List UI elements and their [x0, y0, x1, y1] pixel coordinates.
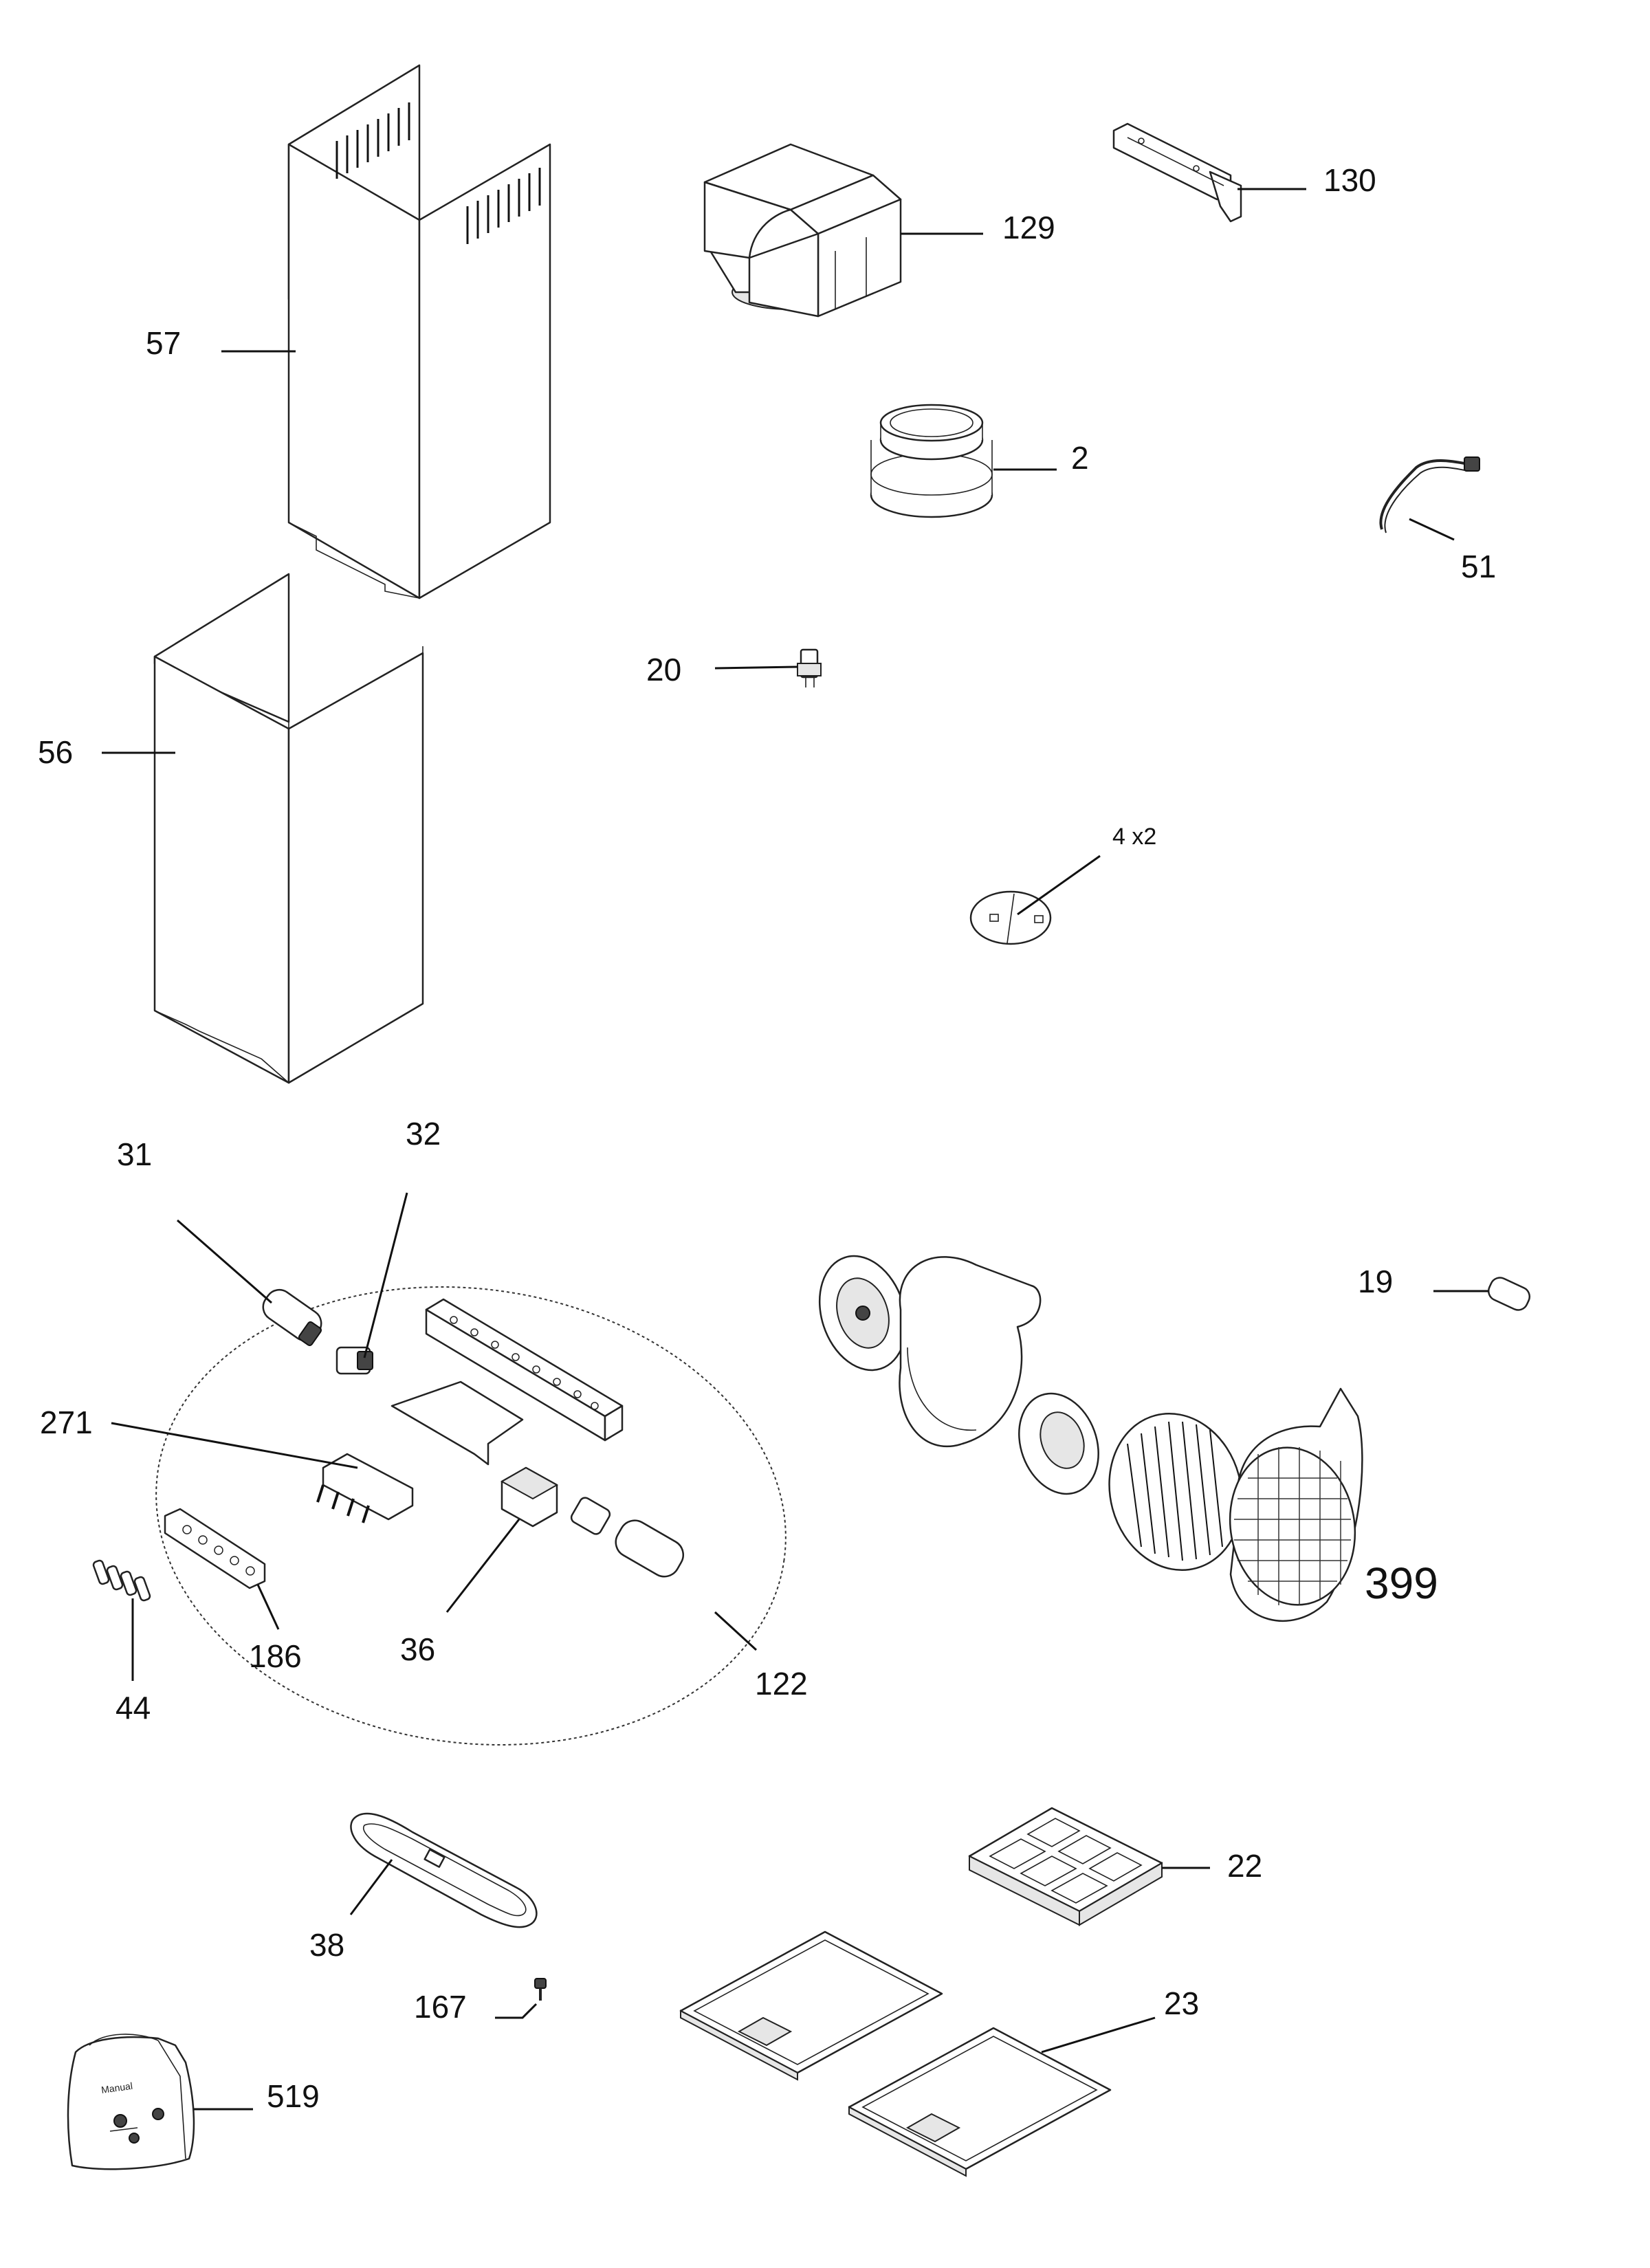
part-51-cable [1379, 456, 1480, 533]
part-electrical-bracket [390, 1298, 624, 1466]
svg-text:57: 57 [146, 325, 181, 361]
label-51: 51 [1409, 518, 1496, 584]
svg-text:44: 44 [116, 1690, 151, 1726]
part-19-bulb [1487, 1277, 1531, 1311]
svg-text:36: 36 [400, 1631, 435, 1667]
svg-text:22: 22 [1227, 1848, 1262, 1884]
svg-text:31: 31 [117, 1136, 152, 1172]
part-129-duct-adapter [703, 143, 902, 318]
svg-text:23: 23 [1164, 1985, 1199, 2021]
label-2: 2 [993, 440, 1089, 476]
label-57: 57 [146, 325, 296, 361]
manual-text: Manual [100, 2080, 133, 2095]
part-38-light-frame [350, 1812, 538, 1928]
svg-text:130: 130 [1323, 162, 1376, 198]
svg-text:38: 38 [309, 1927, 344, 1963]
label-130: 130 [1238, 162, 1376, 198]
label-44: 44 [116, 1598, 151, 1726]
svg-text:20: 20 [646, 652, 681, 687]
part-186-control-panel [164, 1508, 266, 1589]
label-20: 20 [646, 652, 798, 687]
svg-text:56: 56 [38, 734, 73, 770]
part-399-blower-assembly [818, 1255, 1363, 1622]
label-519: 519 [194, 2078, 320, 2114]
svg-text:51: 51 [1461, 549, 1496, 584]
label-22: 22 [1162, 1848, 1262, 1884]
label-186: 186 [249, 1584, 302, 1674]
label-19: 19 [1358, 1264, 1488, 1299]
label-129: 129 [901, 210, 1055, 245]
part-130-bracket [1112, 122, 1242, 223]
svg-text:399: 399 [1365, 1559, 1438, 1608]
part-36-switch [500, 1466, 559, 1528]
part-56-lower-chimney [153, 573, 424, 1084]
svg-text:19: 19 [1358, 1264, 1393, 1299]
part-23-grease-filter-2 [848, 2027, 1112, 2177]
label-32: 32 [363, 1116, 441, 1358]
label-23: 23 [1041, 1985, 1199, 2054]
part-23-grease-filter-1 [679, 1930, 943, 2081]
part-271-connector-block [316, 1453, 414, 1523]
part-31-bulb [262, 1288, 322, 1347]
group-122-outline [155, 1286, 786, 1746]
svg-text:167: 167 [414, 1989, 467, 2025]
svg-text:519: 519 [267, 2078, 320, 2114]
part-22-carbon-filter [968, 1807, 1163, 1926]
label-4: 4 x2 [1017, 824, 1156, 916]
svg-text:4 x2: 4 x2 [1112, 824, 1156, 850]
part-44-knobs [92, 1559, 151, 1602]
label-399: 399 [1365, 1559, 1438, 1608]
svg-text:186: 186 [249, 1638, 302, 1674]
svg-text:122: 122 [755, 1666, 808, 1702]
svg-text:2: 2 [1071, 440, 1089, 476]
svg-text:129: 129 [1002, 210, 1055, 245]
part-20-lamp-holder [797, 648, 822, 687]
label-56: 56 [38, 734, 175, 770]
part-2-duct-ring [870, 404, 993, 518]
svg-text:271: 271 [40, 1405, 93, 1440]
label-122: 122 [714, 1611, 808, 1702]
label-38: 38 [309, 1859, 393, 1963]
label-31: 31 [117, 1136, 272, 1304]
part-519-accessory-bag: Manual [67, 2034, 195, 2170]
part-167-screw [534, 1978, 547, 2001]
part-57-upper-chimney [287, 64, 551, 599]
svg-text:32: 32 [406, 1116, 441, 1152]
label-167: 167 [414, 1989, 538, 2025]
label-271: 271 [40, 1405, 358, 1469]
part-32-lamp-holder [336, 1346, 373, 1375]
part-lamp-holder-2 [570, 1497, 684, 1578]
label-36: 36 [400, 1519, 520, 1667]
